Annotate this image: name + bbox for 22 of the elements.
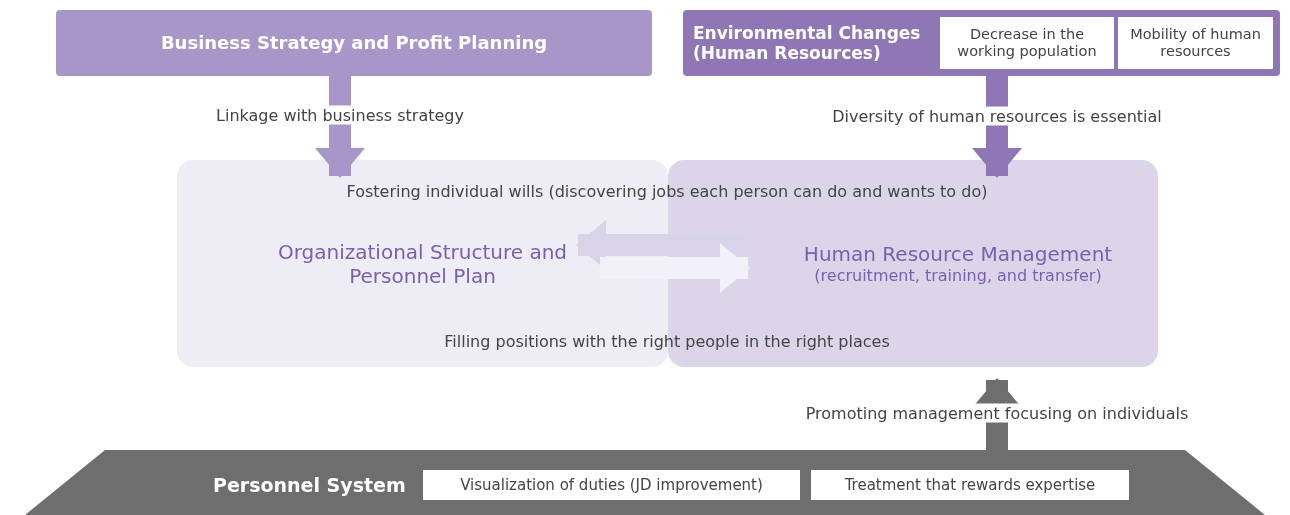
box-text: Decrease in the working population	[956, 25, 1098, 61]
info-box	[1118, 17, 1273, 69]
info-box	[423, 470, 800, 500]
box-text: Personnel System	[213, 474, 406, 497]
info-box	[940, 17, 1114, 69]
box-text: Environmental Changes (Human Resources)	[693, 22, 922, 64]
box-text: Visualization of duties (JD improvement)	[459, 476, 764, 494]
arrow	[600, 243, 750, 293]
base-trapezoid	[25, 450, 1265, 515]
heading-box	[683, 10, 1280, 76]
box-text: Business Strategy and Profit Planning	[159, 32, 549, 54]
info-box	[811, 470, 1129, 500]
arrow	[972, 76, 1022, 178]
box-text: Mobility of human resources	[1129, 25, 1262, 61]
region-title: Organizational Structure and Personnel Plan	[276, 239, 569, 288]
region-subtitle: (recruitment, training, and transfer)	[813, 265, 1103, 286]
box-text: Treatment that rewards expertise	[843, 476, 1097, 494]
note-text: Filling positions with the right people in the right places	[444, 331, 890, 351]
heading-box	[56, 10, 652, 76]
region-title: Human Resource Management	[802, 241, 1114, 266]
arrow	[315, 76, 365, 178]
note-text: Fostering individual wills (discovering jobs each person can do and wants to do)	[346, 181, 988, 201]
